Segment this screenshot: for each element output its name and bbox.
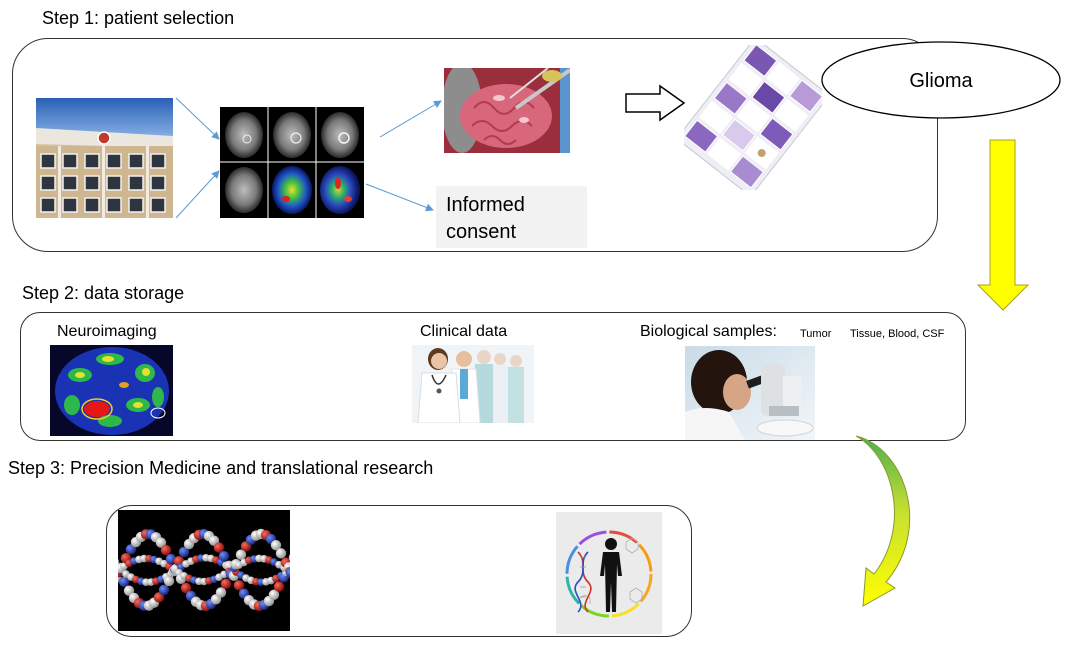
dna-atom bbox=[123, 585, 135, 596]
dna-atom bbox=[118, 576, 130, 587]
hospital-building-photo bbox=[36, 98, 173, 218]
step2-frame bbox=[20, 312, 966, 441]
dna-atom bbox=[158, 584, 170, 596]
step3-title: Step 3: Precision Medicine and translati… bbox=[8, 458, 434, 478]
dna-atom bbox=[288, 554, 290, 561]
dna-atom bbox=[233, 580, 245, 591]
dna-atom bbox=[180, 582, 192, 594]
dna-atom bbox=[160, 544, 172, 556]
tumor-label: Tumor bbox=[800, 328, 832, 340]
step2-title: Step 2: data storage bbox=[22, 283, 185, 303]
histology-slides-photo bbox=[684, 45, 822, 190]
mri-scan-grid bbox=[220, 107, 364, 218]
dna-atom bbox=[163, 575, 175, 587]
step3-frame bbox=[106, 505, 692, 637]
microscope-researcher-photo bbox=[685, 346, 815, 440]
dna-molecule-image bbox=[118, 510, 290, 631]
sample-types-label: Tissue, Blood, CSF bbox=[850, 328, 945, 340]
curved-flow-arrow bbox=[855, 435, 911, 607]
dna-atom bbox=[125, 544, 137, 555]
step1-title: Step 1: patient selection bbox=[42, 8, 235, 28]
dna-atom bbox=[285, 567, 290, 578]
dna-atom bbox=[218, 550, 230, 562]
dna-atom bbox=[155, 537, 167, 548]
informed-consent-box: Informed consent bbox=[436, 186, 587, 248]
clinicians-photo bbox=[412, 345, 534, 423]
yellow-down-arrow bbox=[976, 139, 1030, 311]
dna-atom bbox=[268, 589, 280, 600]
precision-medicine-human-image bbox=[556, 512, 662, 634]
dna-atom bbox=[275, 548, 287, 559]
dna-atom bbox=[165, 553, 177, 565]
biological-samples-label: Biological samples: bbox=[640, 323, 777, 340]
dna-atom bbox=[235, 549, 247, 560]
dna-atom bbox=[270, 540, 282, 551]
step1-frame bbox=[12, 38, 938, 252]
dna-atom bbox=[215, 587, 227, 598]
neuroimaging-pet-scan bbox=[50, 345, 173, 436]
brain-surgery-photo bbox=[444, 68, 570, 153]
dna-atom bbox=[273, 581, 285, 592]
neuroimaging-label: Neuroimaging bbox=[57, 323, 157, 340]
dna-atom bbox=[213, 542, 225, 553]
dna-atom bbox=[153, 592, 165, 603]
dna-atom bbox=[220, 578, 232, 590]
dna-helix bbox=[118, 528, 290, 612]
dna-atom bbox=[178, 546, 190, 558]
clinical-data-label: Clinical data bbox=[420, 323, 508, 340]
